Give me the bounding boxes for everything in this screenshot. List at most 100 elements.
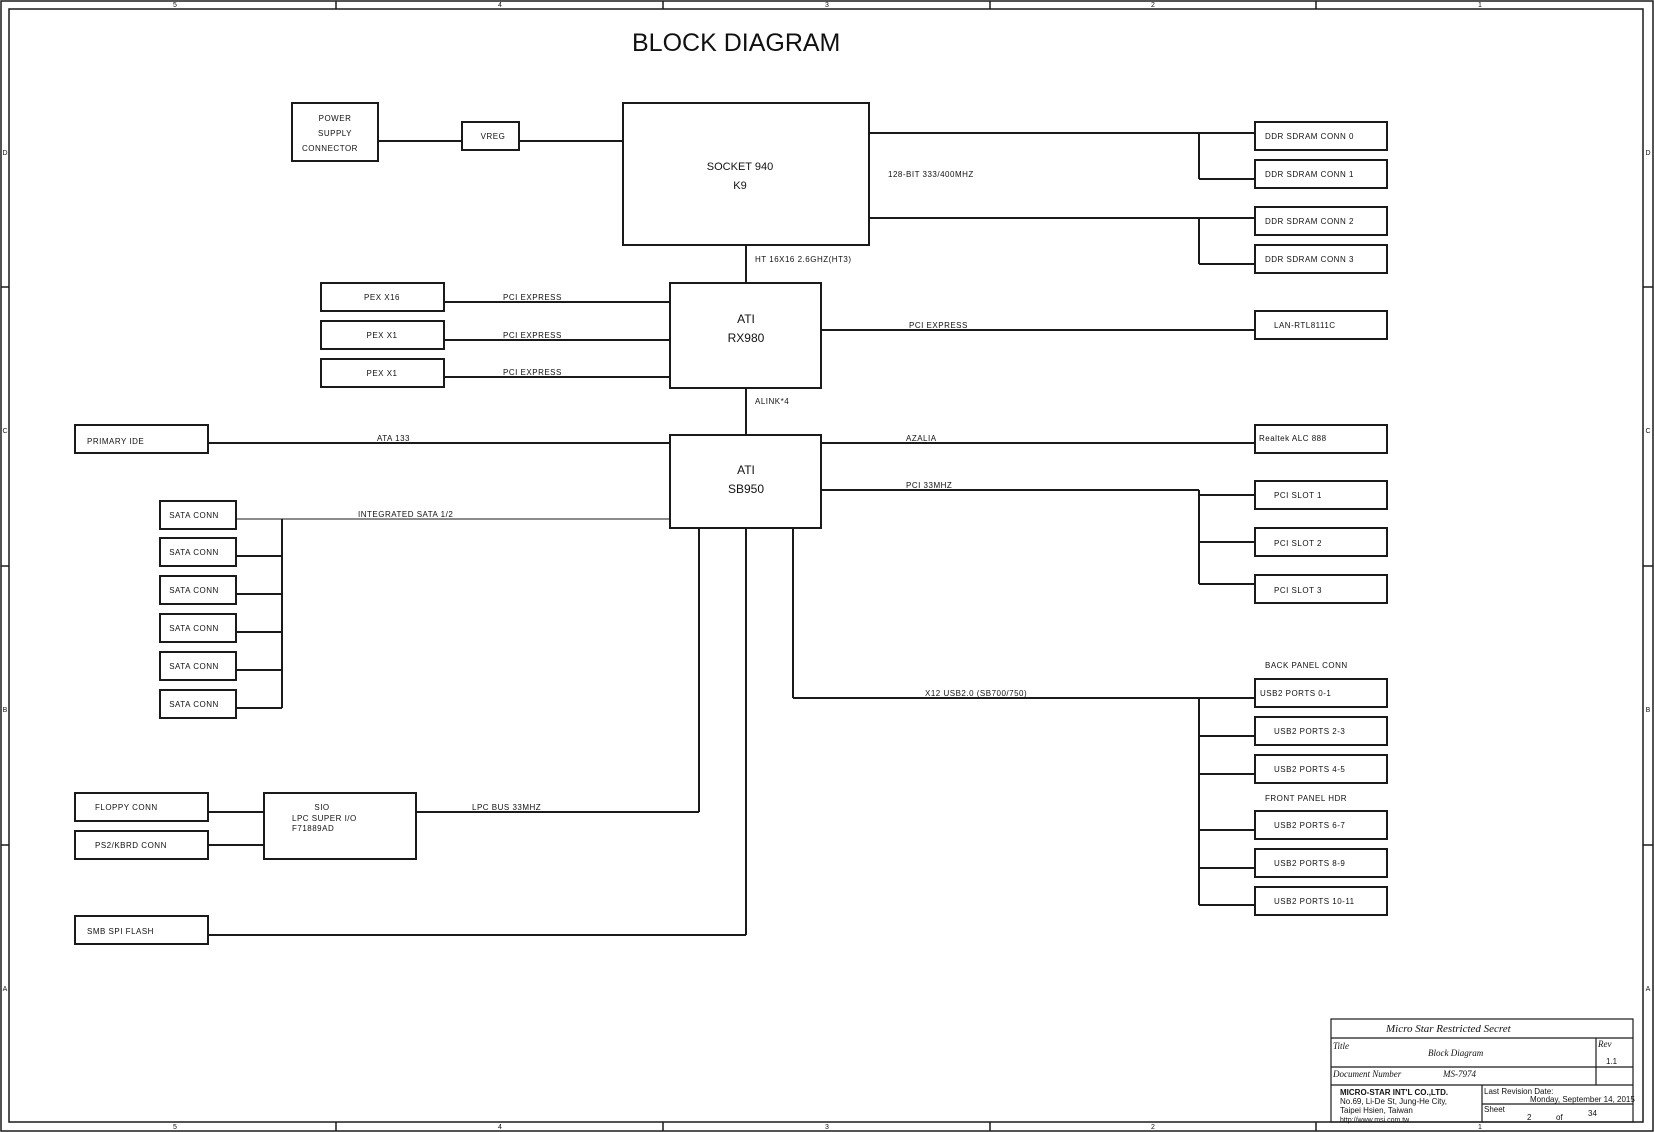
southbridge-label-line1: ATI xyxy=(737,463,755,477)
primary-ide-label: PRIMARY IDE xyxy=(87,437,144,446)
sheet-number: 2 xyxy=(1527,1113,1532,1122)
floppy-conn-block: FLOPPY CONN xyxy=(74,792,209,822)
ddr-conn-2-label: DDR SDRAM CONN 2 xyxy=(1265,217,1354,226)
row-label-a-right: A xyxy=(1646,986,1651,993)
usb-ports-0-1-block: USB2 PORTS 0-1 xyxy=(1254,678,1388,708)
sata-conn-block-6: SATA CONN xyxy=(159,689,237,719)
bus-label-alink: ALINK*4 xyxy=(755,397,789,406)
usb-ports-6-7-label: USB2 PORTS 6-7 xyxy=(1274,821,1345,830)
row-label-d-right: D xyxy=(1645,150,1650,157)
col-label-5-top: 5 xyxy=(173,2,177,9)
ddr-conn-1-block: DDR SDRAM CONN 1 xyxy=(1254,159,1388,189)
sheet-total: 34 xyxy=(1588,1109,1597,1118)
title-field-value: Block Diagram xyxy=(1428,1048,1484,1058)
row-label-d-left: D xyxy=(2,150,7,157)
sata-conn-block-2: SATA CONN xyxy=(159,537,237,567)
pci-slot-1-label: PCI SLOT 1 xyxy=(1274,491,1322,500)
ddr-conn-2-block: DDR SDRAM CONN 2 xyxy=(1254,206,1388,236)
bus-label-pcie-x1-b: PCI EXPRESS xyxy=(503,368,562,377)
power-supply-label-line3: CONNECTOR xyxy=(302,144,358,153)
row-label-a-left: A xyxy=(3,986,8,993)
sata-conn-label-4: SATA CONN xyxy=(169,624,219,633)
bus-label-pci: PCI 33MHZ xyxy=(906,481,952,490)
sata-conn-label-3: SATA CONN xyxy=(169,586,219,595)
col-label-3-bottom: 3 xyxy=(825,1124,829,1131)
diagram-title: BLOCK DIAGRAM xyxy=(632,29,840,57)
sheet-of-label: of xyxy=(1556,1113,1563,1122)
sata-conn-block-3: SATA CONN xyxy=(159,575,237,605)
sata-conn-label-1: SATA CONN xyxy=(169,511,219,520)
row-label-c-right: C xyxy=(1645,428,1650,435)
sheet-label: Sheet xyxy=(1484,1105,1506,1114)
sata-conn-block-1: SATA CONN xyxy=(159,500,237,530)
audio-codec-block: Realtek ALC 888 xyxy=(1254,424,1388,454)
cpu-label-line1: SOCKET 940 xyxy=(707,161,773,173)
document-number-value: MS-7974 xyxy=(1442,1069,1476,1079)
usb-ports-4-5-label: USB2 PORTS 4-5 xyxy=(1274,765,1345,774)
row-label-c-left: C xyxy=(2,428,7,435)
bus-label-pcie-lan: PCI EXPRESS xyxy=(909,321,968,330)
power-supply-label-line1: POWER xyxy=(319,114,352,123)
title-field-label: Title xyxy=(1333,1041,1349,1051)
northbridge-block: ATI RX980 xyxy=(669,282,822,389)
ps2-kbrd-conn-block: PS2/KBRD CONN xyxy=(74,830,209,860)
sata-conn-label-6: SATA CONN xyxy=(169,700,219,709)
vreg-label: VREG xyxy=(481,132,506,141)
usb-ports-2-3-block: USB2 PORTS 2-3 xyxy=(1254,716,1388,746)
document-number-label: Document Number xyxy=(1332,1069,1402,1079)
super-io-label-line1: SIO xyxy=(314,803,329,812)
pex-x1-block-b: PEX X1 xyxy=(320,358,445,388)
pex-x1-block-a: PEX X1 xyxy=(320,320,445,350)
company-address-line2: Taipei Hsien, Taiwan xyxy=(1340,1106,1413,1115)
ddr-conn-0-block: DDR SDRAM CONN 0 xyxy=(1254,121,1388,151)
col-label-1-top: 1 xyxy=(1478,2,1482,9)
usb-ports-0-1-label: USB2 PORTS 0-1 xyxy=(1260,689,1331,698)
audio-codec-label: Realtek ALC 888 xyxy=(1259,434,1327,443)
col-label-1-bottom: 1 xyxy=(1478,1124,1482,1131)
spi-flash-block: SMB SPI FLASH xyxy=(74,915,209,945)
bus-label-azalia: AZALIA xyxy=(906,434,937,443)
title-block: Micro Star Restricted Secret Title Block… xyxy=(1330,1018,1635,1124)
bus-label-pcie-x1-a: PCI EXPRESS xyxy=(503,331,562,340)
usb-ports-4-5-block: USB2 PORTS 4-5 xyxy=(1254,754,1388,784)
ps2-kbrd-conn-label: PS2/KBRD CONN xyxy=(95,841,167,850)
row-label-b-left: B xyxy=(3,707,8,714)
company-name: MICRO-STAR INT'L CO.,LTD. xyxy=(1340,1088,1448,1097)
cpu-socket-block: SOCKET 940 K9 xyxy=(622,102,870,246)
usb-ports-8-9-label: USB2 PORTS 8-9 xyxy=(1274,859,1345,868)
power-supply-label-line2: SUPPLY xyxy=(318,129,352,138)
ddr-conn-1-label: DDR SDRAM CONN 1 xyxy=(1265,170,1354,179)
bus-label-lpc: LPC BUS 33MHZ xyxy=(472,803,541,812)
bus-label-sata: INTEGRATED SATA 1/2 xyxy=(358,510,453,519)
front-panel-hdr-heading: FRONT PANEL HDR xyxy=(1265,794,1347,803)
sata-conn-block-4: SATA CONN xyxy=(159,613,237,643)
super-io-label-line3: F71889AD xyxy=(292,824,334,833)
usb-ports-6-7-block: USB2 PORTS 6-7 xyxy=(1254,810,1388,840)
pex-x16-label: PEX X16 xyxy=(364,293,400,302)
pex-x16-block: PEX X16 xyxy=(320,282,445,312)
usb-ports-10-11-block: USB2 PORTS 10-11 xyxy=(1254,886,1388,916)
restricted-notice: Micro Star Restricted Secret xyxy=(1385,1023,1512,1035)
pci-slot-1-block: PCI SLOT 1 xyxy=(1254,480,1388,510)
sata-conn-block-5: SATA CONN xyxy=(159,651,237,681)
rev-field-value: 1.1 xyxy=(1606,1057,1618,1066)
bus-label-memory: 128-BIT 333/400MHZ xyxy=(888,170,974,179)
col-label-2-top: 2 xyxy=(1151,2,1155,9)
bus-labels: 128-BIT 333/400MHZ HT 16X16 2.6GHZ(HT3) … xyxy=(358,170,1027,812)
usb-ports-10-11-label: USB2 PORTS 10-11 xyxy=(1274,897,1355,906)
col-label-3-top: 3 xyxy=(825,2,829,9)
sata-conn-label-2: SATA CONN xyxy=(169,548,219,557)
bus-label-pcie-x16: PCI EXPRESS xyxy=(503,293,562,302)
sata-conn-label-5: SATA CONN xyxy=(169,662,219,671)
primary-ide-block: PRIMARY IDE xyxy=(74,424,209,454)
last-revision-label: Last Revision Date: xyxy=(1484,1087,1553,1096)
cpu-label-line2: K9 xyxy=(733,180,746,192)
pci-slot-2-label: PCI SLOT 2 xyxy=(1274,539,1322,548)
col-label-4-top: 4 xyxy=(498,2,502,9)
company-address-line1: No.69, Li-De St, Jung-He City, xyxy=(1340,1097,1447,1106)
super-io-label-line2: LPC SUPER I/O xyxy=(292,814,357,823)
super-io-block: SIO LPC SUPER I/O F71889AD xyxy=(263,792,417,860)
pex-x1-label-a: PEX X1 xyxy=(366,331,397,340)
